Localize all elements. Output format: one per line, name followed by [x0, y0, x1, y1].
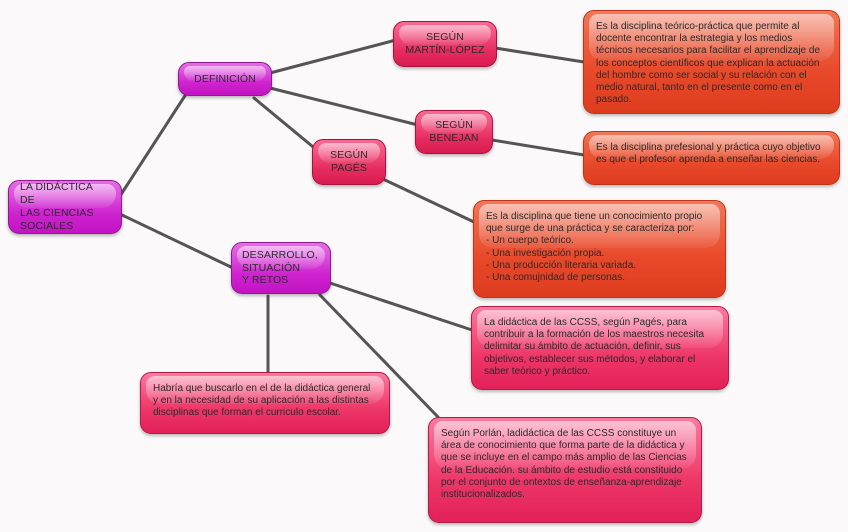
edge-root-definicion	[118, 86, 192, 198]
node-retos-porlan-text: Según Porlán, ladidáctica de las CCSS co…	[441, 428, 687, 500]
edge-definicion-pages	[252, 96, 320, 153]
node-retos-general-text: Habría que buscarlo en el de la didáctic…	[153, 383, 371, 419]
edge-root-desarrollo	[120, 213, 235, 270]
edge-pages-def	[383, 178, 476, 224]
node-root[interactable]: LA DIDÁCTICA DE LAS CIENCIAS SOCIALES	[8, 180, 122, 234]
node-definition-benejan[interactable]: Es la disciplina prefesional y práctica …	[583, 131, 840, 185]
node-segun-benejan-label: SEGÚN BENEJAN	[429, 119, 479, 144]
edge-definicion-martinlopez	[268, 38, 398, 75]
node-definition-pages[interactable]: Es la disciplina que tiene un conocimien…	[473, 200, 726, 298]
node-segun-martin-lopez[interactable]: SEGÚN MARTÍN-LÓPEZ	[393, 21, 497, 67]
node-segun-pages-label: SEGÚN PAGÉS	[330, 149, 368, 174]
edge-benejan-def	[490, 138, 586, 157]
node-definicion-label: DEFINICIÓN	[194, 72, 256, 85]
node-definition-pages-text: Es la disciplina que tiene un conocimien…	[486, 211, 703, 283]
node-retos-general[interactable]: Habría que buscarlo en el de la didáctic…	[140, 372, 390, 434]
node-definition-martin-lopez-text: Es la disciplina teórico-práctica que pe…	[596, 21, 821, 106]
node-desarrollo-label: DESARROLLO, SITUACIÓN Y RETOS	[242, 248, 318, 287]
node-segun-pages[interactable]: SEGÚN PAGÉS	[312, 139, 386, 185]
node-retos-pages-text: La didáctica de las CCSS, según Pagés, p…	[484, 317, 705, 377]
node-retos-porlan[interactable]: Según Porlán, ladidáctica de las CCSS co…	[428, 417, 702, 523]
node-definicion[interactable]: DEFINICIÓN	[178, 62, 272, 96]
node-definition-martin-lopez[interactable]: Es la disciplina teórico-práctica que pe…	[583, 10, 840, 114]
edge-desarrollo-retospages	[328, 281, 474, 332]
edge-definicion-benejan	[268, 86, 420, 127]
node-root-label: LA DIDÁCTICA DE LAS CIENCIAS SOCIALES	[20, 181, 94, 232]
node-desarrollo[interactable]: DESARROLLO, SITUACIÓN Y RETOS	[231, 242, 331, 294]
edge-martinlopez-def	[493, 46, 586, 64]
node-retos-pages[interactable]: La didáctica de las CCSS, según Pagés, p…	[471, 306, 729, 390]
node-segun-benejan[interactable]: SEGÚN BENEJAN	[415, 110, 493, 154]
node-segun-martin-lopez-label: SEGÚN MARTÍN-LÓPEZ	[405, 31, 485, 56]
node-definition-benejan-text: Es la disciplina prefesional y práctica …	[596, 142, 821, 166]
